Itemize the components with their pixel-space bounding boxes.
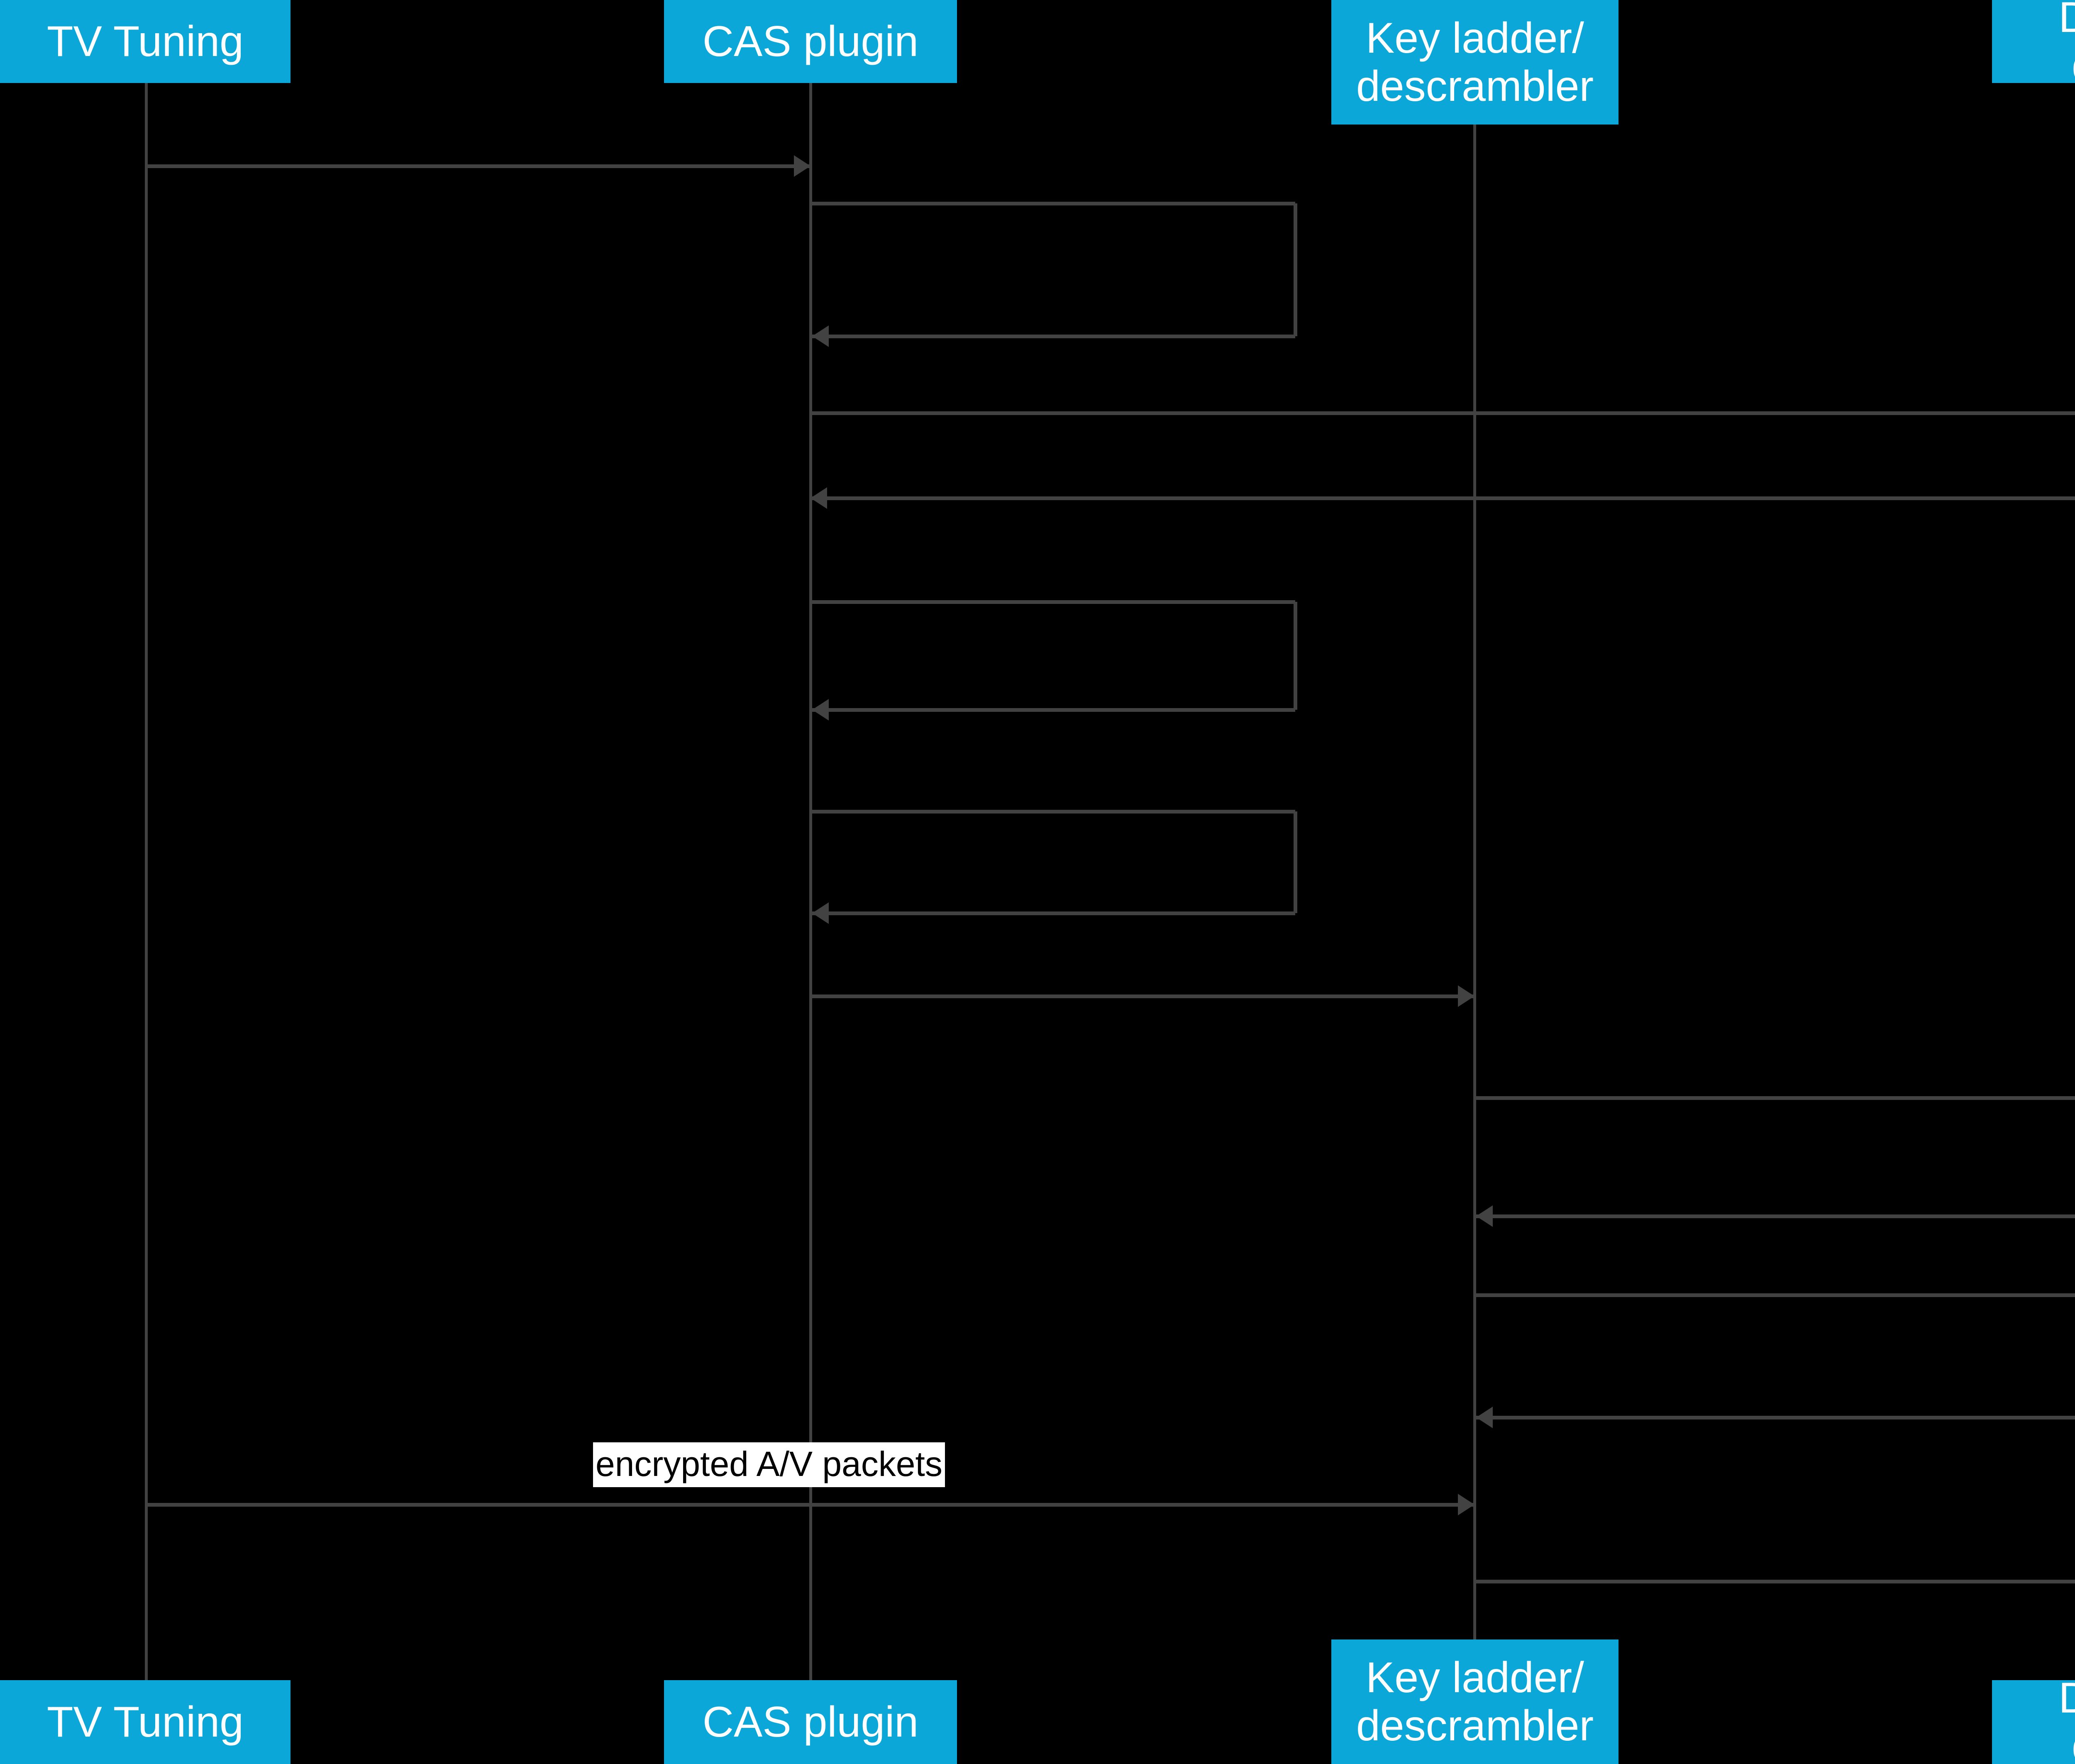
participant-foot-decode[interactable]: Decode, display: [1992, 1674, 2075, 1764]
participant-foot-tv_tuning[interactable]: TV Tuning: [0, 1680, 290, 1764]
message-line-m4: [810, 496, 2075, 500]
self-message-side-m6: [1294, 811, 1297, 913]
self-message-bottom-m6: [810, 911, 1295, 915]
self-message-top-m5: [810, 600, 1295, 604]
lifeline-cas_plugin: [809, 83, 812, 1680]
arrowhead-m6: [812, 902, 829, 924]
self-message-top-m2: [810, 202, 1295, 205]
arrowhead-m2: [812, 325, 829, 347]
lifeline-tv_tuning: [145, 83, 148, 1680]
arrowhead-m8: [1476, 1205, 1493, 1227]
self-message-side-m5: [1294, 602, 1297, 710]
message-line-m3: [810, 411, 2075, 415]
self-message-top-m6: [810, 810, 1295, 814]
self-message-top-m8: [1474, 1096, 2075, 1100]
self-message-bottom-m8: [1474, 1214, 2075, 1218]
message-line-m11: [1474, 1580, 2075, 1583]
message-label-m10: encrypted A/V packets: [593, 1442, 945, 1487]
arrowhead-m1: [794, 155, 810, 177]
arrowhead-m5: [812, 699, 829, 721]
arrowhead-m9: [1476, 1407, 1493, 1428]
message-line-m1: [146, 164, 810, 168]
participant-foot-cas_plugin[interactable]: CAS plugin: [664, 1680, 957, 1764]
self-message-bottom-m5: [810, 708, 1295, 712]
message-line-m7: [810, 994, 1474, 998]
lifeline-key_ladder: [1473, 125, 1476, 1639]
participant-foot-key_ladder[interactable]: Key ladder/ descrambler: [1331, 1639, 1618, 1764]
self-message-bottom-m2: [810, 335, 1295, 338]
participant-head-cas_plugin[interactable]: CAS plugin: [664, 0, 957, 83]
participant-head-tv_tuning[interactable]: TV Tuning: [0, 0, 290, 83]
participant-head-decode[interactable]: Decode, display: [1992, 0, 2075, 90]
self-message-bottom-m9: [1474, 1416, 2075, 1420]
arrowhead-m10: [1458, 1494, 1474, 1515]
message-line-m10: [146, 1503, 1474, 1507]
arrowhead-m4: [810, 487, 827, 509]
arrowhead-m7: [1458, 985, 1474, 1007]
self-message-side-m2: [1294, 203, 1297, 336]
self-message-top-m9: [1474, 1293, 2075, 1297]
participant-head-key_ladder[interactable]: Key ladder/ descrambler: [1331, 0, 1618, 125]
